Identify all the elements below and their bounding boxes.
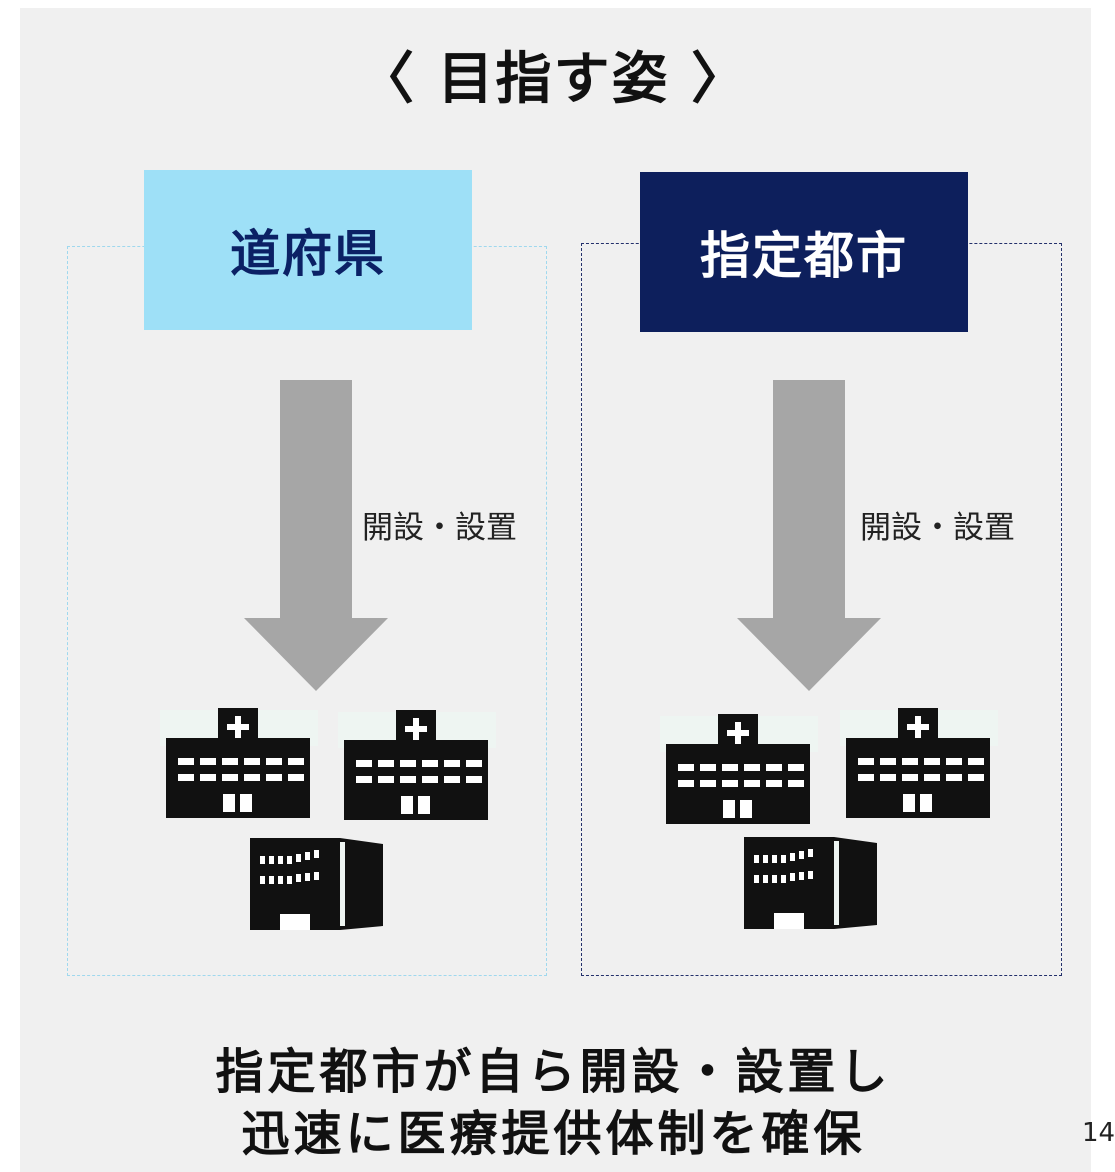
- designated-city-header-label: 指定都市: [700, 227, 908, 285]
- prefecture-header: 道府県: [144, 170, 472, 330]
- left-arrow-label: 開設・設置: [362, 510, 517, 546]
- right-arrow-label: 開設・設置: [860, 510, 1015, 546]
- office-building-icon: [744, 837, 877, 929]
- hospital-icon: [840, 708, 998, 818]
- hospital-icon: [160, 708, 318, 818]
- down-arrow-left: [244, 380, 388, 691]
- prefecture-header-label: 道府県: [230, 225, 386, 283]
- summary-line-1: 指定都市が自ら開設・設置し: [215, 1044, 892, 1100]
- designated-city-header: 指定都市: [640, 172, 968, 332]
- hospital-icon: [660, 714, 818, 824]
- office-building-icon: [250, 838, 383, 930]
- page-title: 〈 目指す姿 〉: [358, 47, 749, 112]
- summary-line-2: 迅速に医療提供体制を確保: [241, 1106, 866, 1162]
- down-arrow-right: [737, 380, 881, 691]
- page-number: 14: [1082, 1118, 1115, 1148]
- hospital-icon: [338, 710, 496, 820]
